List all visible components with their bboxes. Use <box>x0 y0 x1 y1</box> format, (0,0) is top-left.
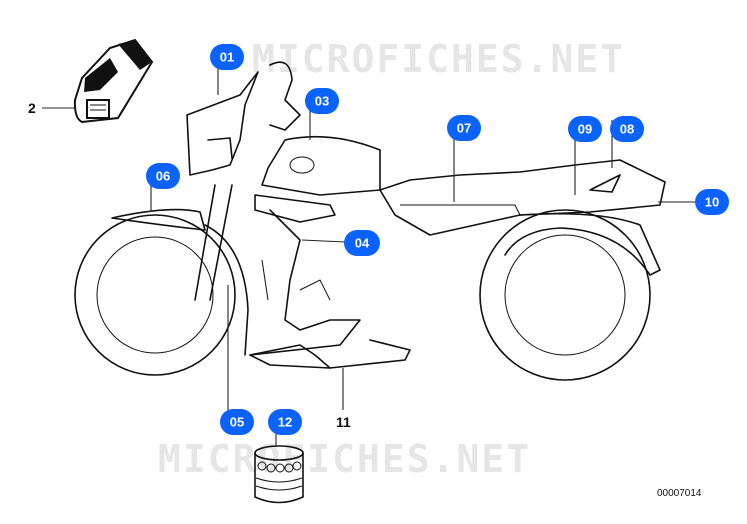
watermark-bottom: MICROFICHES.NET <box>158 437 531 481</box>
callout-09[interactable]: 09 <box>568 116 602 142</box>
part-12-bearing-drawing <box>254 445 304 504</box>
callout-08[interactable]: 08 <box>610 116 644 142</box>
callout-01[interactable]: 01 <box>210 44 244 70</box>
callout-05[interactable]: 05 <box>220 409 254 435</box>
diagram-code: 00007014 <box>657 488 702 499</box>
part-label-11: 11 <box>336 414 351 430</box>
callout-03[interactable]: 03 <box>305 88 339 114</box>
callout-12[interactable]: 12 <box>268 409 302 435</box>
callout-06[interactable]: 06 <box>146 163 180 189</box>
callout-07[interactable]: 07 <box>447 115 481 141</box>
callout-04[interactable]: 04 <box>344 230 380 256</box>
part-2-switch-drawing <box>73 38 154 124</box>
callout-10[interactable]: 10 <box>695 189 729 215</box>
part-label-2: 2 <box>28 100 36 116</box>
motorcycle-drawing <box>74 61 666 381</box>
watermark-top: MICROFICHES.NET <box>252 37 625 81</box>
